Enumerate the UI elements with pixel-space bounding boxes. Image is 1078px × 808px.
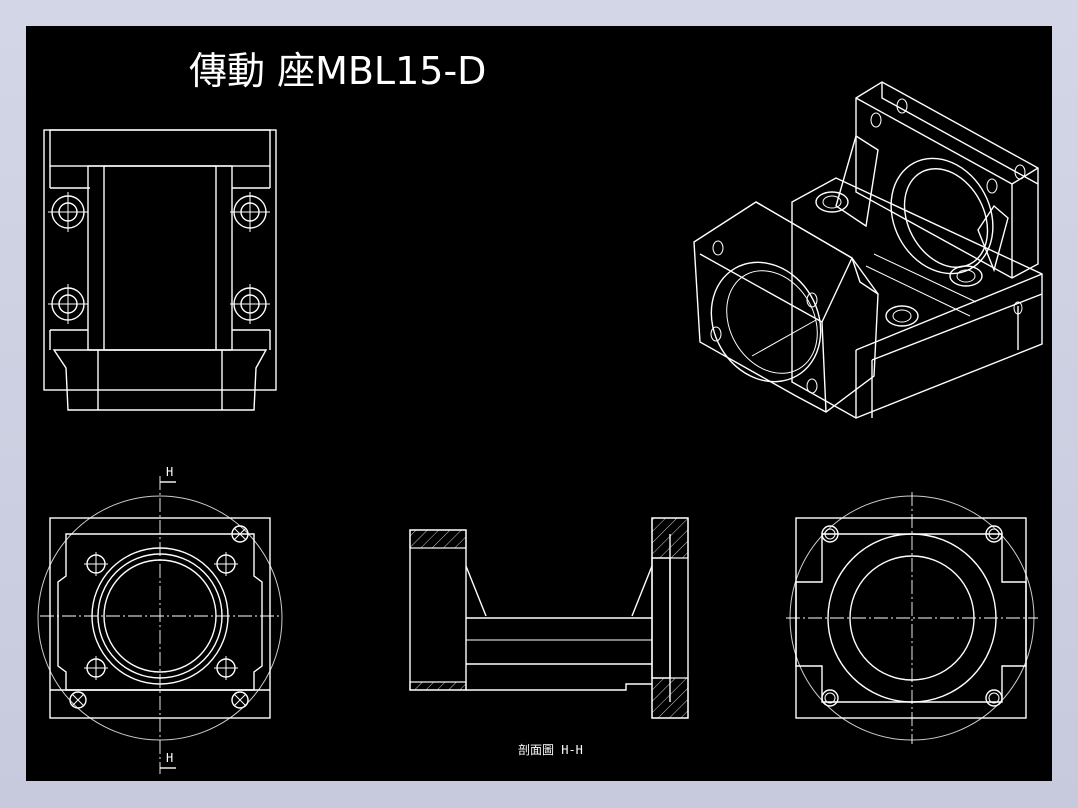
front-view: H H <box>37 465 283 774</box>
top-view <box>43 129 277 411</box>
side-view <box>786 492 1038 744</box>
section-label: 剖面圖 H-H <box>518 743 583 757</box>
drawing-title: 傳動 座MBL15-D <box>189 49 486 93</box>
section-mark-bottom: H <box>166 751 173 765</box>
cad-drawing: 傳動 座MBL15-D <box>37 49 1043 774</box>
section-mark-top: H <box>166 465 173 479</box>
section-view: 剖面圖 H-H <box>409 517 689 757</box>
isometric-view <box>693 81 1043 419</box>
cad-canvas[interactable]: 傳動 座MBL15-D <box>26 26 1052 781</box>
